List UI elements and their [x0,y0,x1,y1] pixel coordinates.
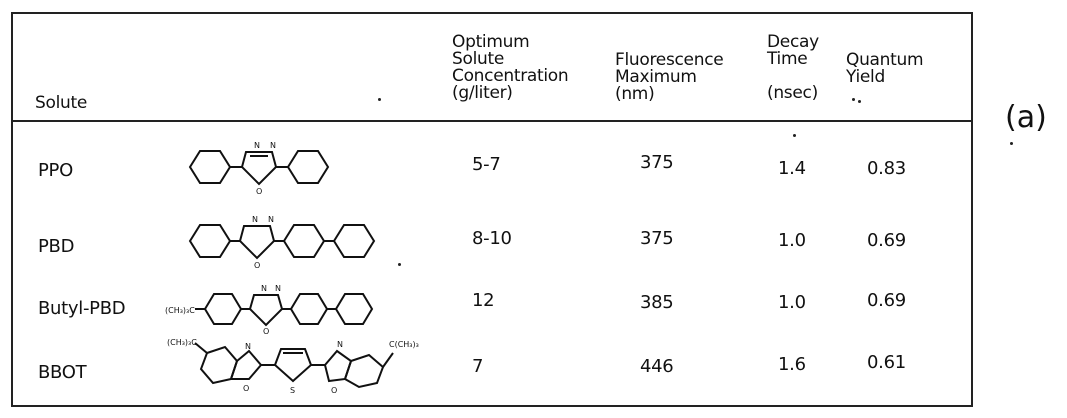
svg-text:(CH₃)₃C: (CH₃)₃C [165,306,195,315]
svg-text:O: O [256,187,262,196]
row-pbd-fluorescence: 375 [640,228,674,249]
pbd-structure-icon: N N O [188,215,376,270]
svg-text:N: N [270,141,276,150]
row-bbot-quantum: 0.61 [867,352,906,373]
svg-text:C(CH₃)₃: C(CH₃)₃ [389,340,419,349]
row-bbot-concentration: 7 [472,356,484,377]
row-ppo-concentration: 5-7 [472,154,501,175]
svg-text:N: N [337,340,343,349]
svg-text:N: N [254,141,260,150]
row-ppo-quantum: 0.83 [867,158,906,179]
ppo-structure-icon: N N O [188,141,330,196]
row-bbot-decay: 1.6 [778,354,806,375]
figure-label: (a) [1005,100,1047,135]
speck [1010,142,1013,145]
header-decay: Decay Time (nsec) [767,32,819,103]
row-pbd-name: PBD [38,236,75,257]
svg-text:O: O [254,261,260,270]
bbot-structure-icon: (CH₃)₃C N O S N O C(CH₃)₃ [167,338,419,395]
row-butyl-pbd-name: Butyl-PBD [38,298,126,319]
row-bbot-name: BBOT [38,362,87,383]
svg-text:S: S [290,386,295,395]
svg-text:N: N [261,284,267,293]
row-butyl-pbd-quantum: 0.69 [867,290,906,311]
svg-text:N: N [275,284,281,293]
speck [858,100,861,103]
speck [852,98,855,101]
speck [793,134,796,137]
row-butyl-pbd-concentration: 12 [472,290,495,311]
header-solute: Solute [35,93,88,113]
svg-text:N: N [268,215,274,224]
speck [398,263,401,266]
header-quantum: Quantum Yield [846,50,924,87]
header-rule [11,120,973,122]
svg-text:N: N [252,215,258,224]
row-pbd-quantum: 0.69 [867,230,906,251]
row-butyl-pbd-decay: 1.0 [778,292,806,313]
header-fluorescence: Fluorescence Maximum (nm) [615,50,724,104]
row-pbd-decay: 1.0 [778,230,806,251]
header-concentration: Optimum Solute Concentration (g/liter) [452,32,569,103]
row-pbd-concentration: 8-10 [472,228,512,249]
svg-text:O: O [243,384,249,393]
table-frame [11,12,973,407]
row-ppo-fluorescence: 375 [640,152,674,173]
svg-text:O: O [331,386,337,395]
svg-text:(CH₃)₃C: (CH₃)₃C [167,338,197,347]
row-butyl-pbd-fluorescence: 385 [640,292,674,313]
svg-text:O: O [263,327,269,336]
row-ppo-name: PPO [38,160,73,181]
row-bbot-fluorescence: 446 [640,356,674,377]
svg-text:N: N [245,342,251,351]
row-ppo-decay: 1.4 [778,158,806,179]
speck [378,98,381,101]
